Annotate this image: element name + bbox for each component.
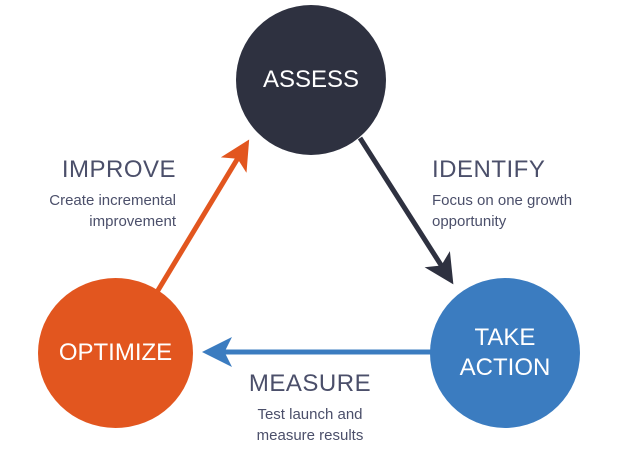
measure-label: MEASURE Test launch and measure results (230, 370, 390, 446)
measure-title: MEASURE (248, 370, 372, 397)
improve-desc-2: improvement (89, 213, 176, 230)
improve-arrow (154, 139, 250, 294)
improve-title: IMPROVE (61, 156, 176, 183)
identify-desc-2: opportunity (432, 213, 507, 230)
identify-label: IDENTIFY Focus on one growth opportunity (432, 156, 572, 232)
take-action-label: TAKE ACTION (459, 324, 551, 381)
measure-desc-1: Test launch and (257, 406, 363, 423)
measure-desc-2: measure results (256, 427, 364, 444)
improve-desc-1: Create incremental (49, 192, 176, 209)
identify-desc-1: Focus on one growth (432, 192, 573, 209)
optimize-node: OPTIMIZE (38, 278, 193, 428)
take-action-node: TAKE ACTION (430, 278, 580, 428)
assess-label: ASSESS (262, 66, 360, 93)
improve-label: IMPROVE Create incremental improvement (49, 156, 176, 232)
optimize-label: OPTIMIZE (58, 339, 173, 366)
identify-arrow (357, 136, 454, 285)
assess-node: ASSESS (236, 5, 386, 155)
identify-title: IDENTIFY (432, 156, 546, 183)
